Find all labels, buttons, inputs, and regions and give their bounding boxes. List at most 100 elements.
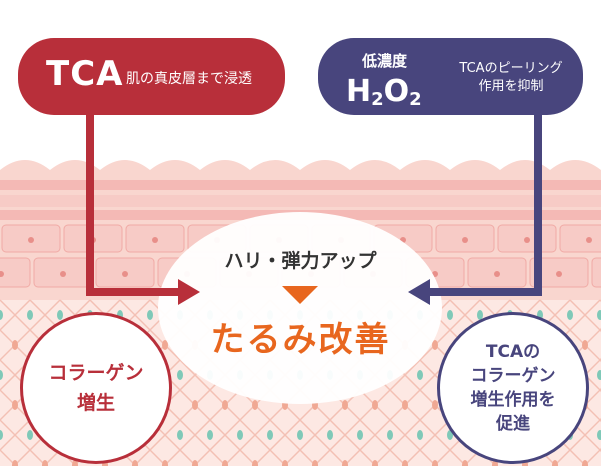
h2o2-arrow-head [408, 279, 430, 305]
fibroblast-dot [12, 340, 18, 350]
cell-nucleus [0, 271, 4, 277]
skin-cell [591, 257, 601, 288]
collagen-circle-left: コラーゲン増生 [20, 312, 172, 464]
fibroblast-dot [462, 460, 468, 466]
cell-nucleus [586, 237, 592, 243]
fibroblast-dot [222, 400, 228, 410]
fibroblast-dot [282, 460, 288, 466]
fibroblast-dot [417, 430, 423, 440]
cell-nucleus [60, 271, 66, 277]
fibroblast-dot [387, 430, 393, 440]
tca-effect: 肌の真皮層まで浸透 [126, 71, 252, 87]
fibroblast-dot [237, 430, 243, 440]
fibroblast-dot [432, 400, 438, 410]
skin-cell [559, 224, 601, 253]
collagen-circle-right: TCAのコラーゲン増生作用を促進 [437, 312, 589, 464]
fibroblast-dot [312, 460, 318, 466]
fibroblast-dot [372, 460, 378, 466]
collagen-fiber [539, 299, 601, 363]
fibroblast-dot [162, 340, 168, 350]
skin-band-1 [0, 180, 601, 190]
h2o2-qualifier: 低濃度 [362, 52, 408, 70]
result-text: たるみ改善 [210, 320, 391, 360]
fibroblast-dot [432, 340, 438, 350]
fibroblast-dot [147, 310, 153, 320]
fibroblast-dot [597, 370, 601, 380]
fibroblast-dot [192, 400, 198, 410]
fibroblast-dot [177, 370, 183, 380]
fibroblast-dot [12, 400, 18, 410]
fibroblast-dot [0, 310, 3, 320]
fibroblast-dot [132, 460, 138, 466]
fibroblast-dot [42, 460, 48, 466]
collagen-fiber [0, 418, 47, 466]
fibroblast-dot [0, 430, 3, 440]
fibroblast-dot [342, 400, 348, 410]
cell-nucleus [28, 237, 34, 243]
fibroblast-dot [177, 430, 183, 440]
fibroblast-dot [402, 460, 408, 466]
fibroblast-dot [357, 430, 363, 440]
fibroblast-dot [192, 460, 198, 466]
fibroblast-dot [597, 310, 601, 320]
fibroblast-dot [582, 340, 588, 350]
fibroblast-dot [222, 460, 228, 466]
cell-nucleus [122, 271, 128, 277]
tca-box: TCA 肌の真皮層まで浸透 [18, 38, 285, 115]
fibroblast-dot [57, 310, 63, 320]
cell-nucleus [152, 237, 158, 243]
h2o2-box: 低濃度 H2O2 TCAのピーリング作用を抑制 [318, 38, 583, 115]
cell-nucleus [462, 237, 468, 243]
collagen-fiber [119, 299, 287, 466]
fibroblast-dot [207, 430, 213, 440]
fibroblast-dot [447, 310, 453, 320]
formula-h: H [346, 74, 372, 109]
cell-nucleus [524, 237, 530, 243]
h2o2-effect: TCAのピーリング作用を抑制 [446, 60, 576, 96]
h2o2-effect-line2: 作用を抑制 [478, 79, 544, 94]
circle-left-text: コラーゲン増生 [48, 358, 143, 418]
fibroblast-dot [342, 460, 348, 466]
collagen-fiber [553, 417, 601, 466]
collagen-fiber [313, 299, 481, 466]
circle-left-line2: 増生 [76, 392, 115, 414]
circle-left-line1: コラーゲン [48, 362, 144, 384]
skin-cell [0, 257, 31, 288]
fibroblast-dot [552, 460, 558, 466]
fibroblast-dot [432, 460, 438, 466]
fibroblast-dot [27, 430, 33, 440]
circle-right-line1: TCAの [485, 342, 541, 362]
circle-right-line2: コラーゲン [470, 366, 556, 386]
formula-sub-1: 2 [371, 89, 384, 110]
down-triangle-icon [282, 286, 318, 304]
fibroblast-dot [297, 430, 303, 440]
fibroblast-dot [162, 460, 168, 466]
tca-label: TCA [46, 54, 124, 94]
collagen-fiber [0, 299, 31, 332]
fibroblast-dot [252, 460, 258, 466]
fibroblast-dot [597, 430, 601, 440]
formula-sub-2: 2 [409, 89, 422, 110]
circle-right-text: TCAのコラーゲン増生作用を促進 [471, 340, 556, 436]
fibroblast-dot [567, 310, 573, 320]
fibroblast-dot [0, 370, 3, 380]
h2o2-effect-line1: TCAのピーリング [459, 61, 563, 76]
formula-o: O [383, 74, 410, 109]
circle-right-line4: 促進 [496, 414, 530, 434]
collagen-fiber [569, 299, 601, 333]
h2o2-formula: H2O2 [346, 74, 422, 110]
fibroblast-dot [372, 400, 378, 410]
fibroblast-dot [27, 310, 33, 320]
h2o2-arrow-line [428, 115, 542, 296]
fibroblast-dot [417, 370, 423, 380]
lift-text: ハリ・弾力アップ [224, 250, 377, 272]
fibroblast-dot [327, 430, 333, 440]
cell-nucleus [556, 271, 562, 277]
circle-right-line3: 増生作用を [470, 390, 556, 410]
fibroblast-dot [12, 460, 18, 466]
tca-arrow-head [178, 279, 200, 305]
tca-arrow-line [86, 115, 180, 296]
fibroblast-dot [267, 430, 273, 440]
fibroblast-dot [252, 400, 258, 410]
